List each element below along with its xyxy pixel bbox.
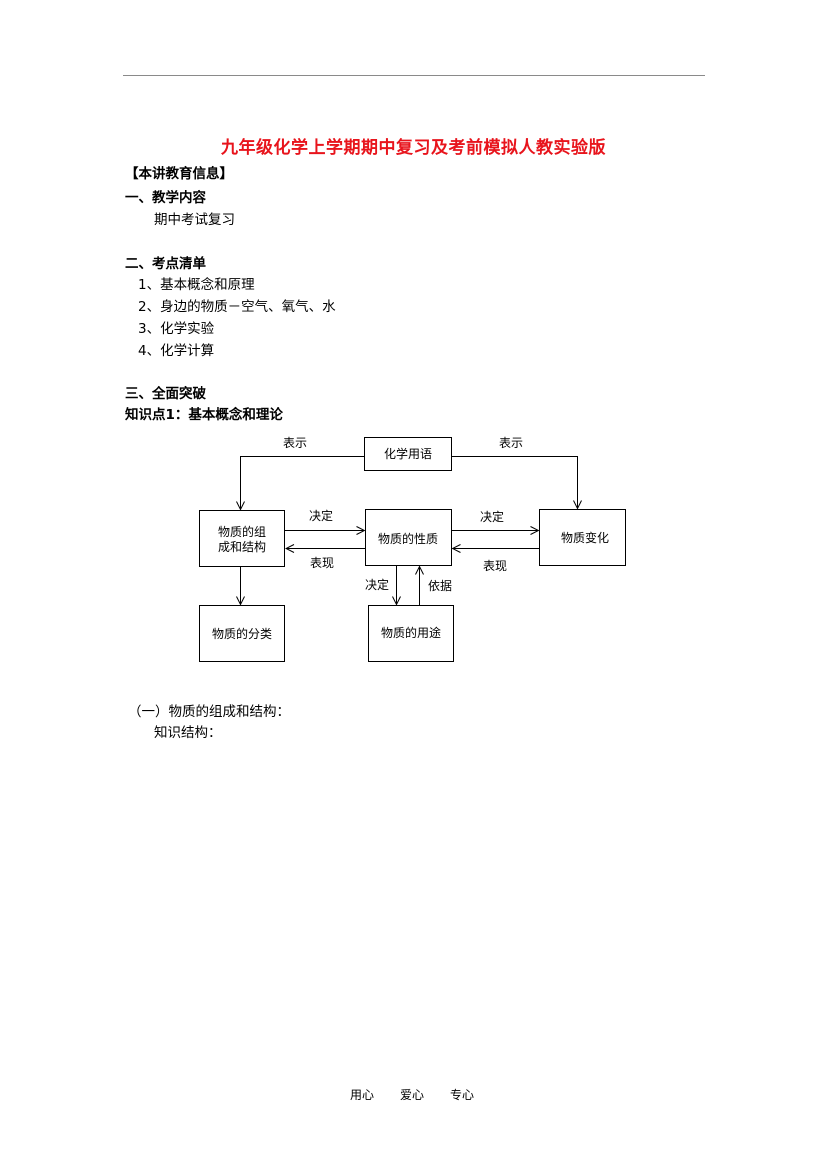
node-composition — [199, 510, 285, 567]
section1-heading: 一、教学内容 — [125, 190, 206, 206]
footer-item: 专心 — [450, 1088, 475, 1102]
list-item: 2、身边的物质－空气、氧气、水 — [138, 299, 336, 315]
section1-content: 期中考试复习 — [154, 212, 235, 228]
node-properties — [365, 509, 452, 566]
edge-label: 决定 — [309, 508, 333, 523]
list-item: 1、基本概念和原理 — [138, 277, 255, 293]
edge-label: 表示 — [499, 436, 523, 450]
edge-label: 决定 — [480, 509, 504, 524]
node-chem-terms — [364, 437, 452, 471]
info-heading: 【本讲教育信息】 — [125, 166, 233, 182]
node-label: 化学用语 — [384, 446, 432, 461]
node-label: 物质的组 — [218, 524, 266, 539]
edge-label: 决定 — [365, 577, 389, 592]
node-label: 物质变化 — [561, 530, 609, 545]
node-label: 物质的性质 — [378, 531, 438, 546]
edge-label: 依据 — [428, 578, 452, 593]
list-item: 3、化学实验 — [138, 321, 215, 337]
list-item: 4、化学计算 — [138, 343, 215, 359]
node-label: 物质的用途 — [381, 625, 441, 640]
footer-item: 爱心 — [400, 1088, 425, 1102]
edge-label: 表现 — [310, 556, 334, 570]
footer-item: 用心 — [350, 1088, 375, 1102]
node-label: 物质的分类 — [212, 626, 272, 641]
edge-represents-left — [241, 456, 365, 510]
subsection1-heading: （一）物质的组成和结构： — [128, 704, 290, 720]
edge-label: 表示 — [283, 436, 307, 450]
header-rule — [123, 75, 705, 76]
concept-diagram: 化学用语 物质的组 成和结构 物质的性质 物质变化 物质的分类 物质的用途 表示… — [199, 436, 626, 662]
edge-represents-right — [451, 456, 578, 509]
node-uses — [368, 605, 454, 662]
section2-heading: 二、考点清单 — [125, 256, 206, 272]
subsection1-label: 知识结构： — [154, 725, 222, 741]
knowledge-point-heading: 知识点1：基本概念和理论 — [125, 407, 283, 423]
node-classification — [199, 605, 285, 662]
section3-heading: 三、全面突破 — [125, 386, 206, 402]
edge-label: 表现 — [483, 559, 507, 573]
node-change — [539, 509, 626, 566]
document-title: 九年级化学上学期期中复习及考前模拟人教实验版 — [221, 138, 606, 158]
node-label: 成和结构 — [218, 539, 266, 554]
